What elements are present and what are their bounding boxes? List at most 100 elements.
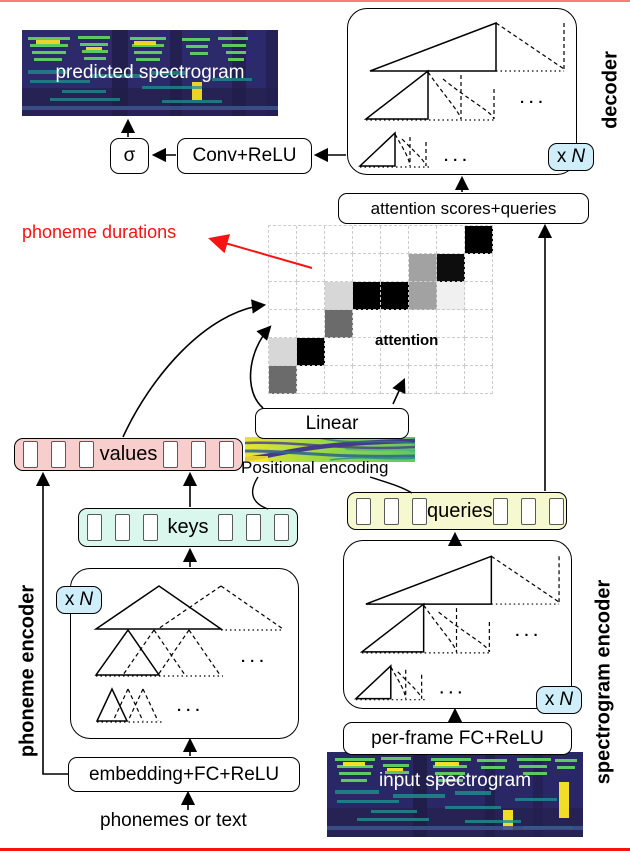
sigma-label: σ [123, 145, 136, 166]
decoder-side-label: decoder [599, 51, 622, 129]
attention-cell [325, 338, 353, 366]
decoder-box: · · · · · · [347, 8, 577, 175]
attention-cell [437, 310, 465, 338]
attention-cell [269, 282, 297, 310]
queries-box-label: queries [427, 499, 493, 522]
predicted-spectrogram-image: predicted spectrogram [22, 30, 278, 116]
svg-text:· · ·: · · · [440, 685, 463, 702]
attention-cell [437, 338, 465, 366]
badge-n: N [79, 589, 94, 610]
arrow-embedding-to-values [35, 471, 68, 775]
slot [492, 497, 508, 525]
attention-cell [409, 338, 437, 366]
attention-cell [465, 226, 493, 254]
slot [520, 497, 536, 525]
embedding-label: embedding+FC+ReLU [88, 763, 280, 785]
attention-cell [297, 338, 325, 366]
attention-cell [409, 310, 437, 338]
positional-encoding-art [245, 437, 415, 462]
phoneme-durations-label: phoneme durations [22, 222, 177, 242]
attention-cell [269, 338, 297, 366]
input-spectrogram-label: input spectrogram [378, 770, 532, 791]
slot [163, 441, 178, 468]
attention-cell [353, 254, 381, 282]
svg-text:· · ·: · · · [241, 653, 264, 670]
attention-cell [353, 226, 381, 254]
positional-encoding-label: Positional encoding [241, 458, 389, 477]
attention-cell [269, 254, 297, 282]
predicted-spectrogram-label: predicted spectrogram [55, 62, 245, 83]
svg-text:· · ·: · · · [444, 152, 467, 169]
spectrogram-encoder-cascade: · · · · · · [354, 555, 560, 702]
queries-box: queries [347, 492, 567, 530]
spectrogram-encoder-side-label: spectrogram encoder [592, 579, 615, 785]
attention-cell [437, 366, 465, 394]
bottom-red-line [0, 848, 630, 851]
svg-text:· · ·: · · · [177, 702, 200, 719]
slot [412, 497, 427, 525]
attention-cell [381, 226, 409, 254]
attention-matrix-label: attention [375, 332, 439, 349]
positional-encoding-image [245, 437, 415, 462]
values-box: values [14, 438, 243, 471]
keys-box-label: keys [167, 516, 209, 538]
attention-cell [381, 282, 409, 310]
attention-scores-queries-box: attention scores+queries [338, 193, 589, 224]
badge-n: N [559, 689, 574, 710]
slot-group [23, 441, 94, 468]
attention-cell [409, 366, 437, 394]
attention-cell [409, 254, 437, 282]
attention-cell [409, 282, 437, 310]
attention-cell [297, 254, 325, 282]
slot [191, 441, 206, 468]
slot [356, 497, 371, 525]
slot [23, 441, 38, 468]
curve-posenc-to-keys [251, 476, 269, 510]
phoneme-encoder-side-label: phoneme encoder [16, 584, 39, 758]
attention-cell [437, 226, 465, 254]
attention-cell [269, 366, 297, 394]
conv-relu-box: Conv+ReLU [177, 138, 312, 174]
badge-x: x [64, 589, 75, 610]
attention-cell [353, 338, 381, 366]
slot [143, 514, 158, 541]
attention-cell [325, 226, 353, 254]
conv-relu-label: Conv+ReLU [192, 145, 297, 166]
attention-cell [269, 226, 297, 254]
attention-cell [465, 366, 493, 394]
phoneme-encoder-box: · · · · · · [70, 568, 299, 739]
attention-cell [437, 254, 465, 282]
input-spectrogram-image: input spectrogram [327, 752, 583, 837]
attention-cell [437, 282, 465, 310]
attention-matrix [268, 225, 493, 394]
attention-cell [353, 366, 381, 394]
attention-cell [297, 366, 325, 394]
attention-cell [465, 310, 493, 338]
attention-cell [465, 254, 493, 282]
per-frame-box: per-frame FC+ReLU [343, 722, 572, 755]
slot [274, 514, 289, 541]
slot [246, 514, 261, 541]
svg-text:· · ·: · · · [520, 94, 543, 111]
slot [51, 441, 66, 468]
attention-cell [409, 226, 437, 254]
attention-cell [381, 310, 409, 338]
linear-box: Linear [255, 408, 409, 439]
badge-n: N [571, 146, 586, 167]
slot-group [356, 497, 427, 525]
svg-text:· · ·: · · · [515, 627, 538, 644]
attention-cell [297, 282, 325, 310]
slot-group [492, 497, 564, 525]
sigma-box: σ [110, 138, 149, 174]
spectrogram-art [327, 752, 583, 837]
attention-cell [325, 366, 353, 394]
top-red-line [0, 0, 630, 2]
slot [548, 497, 564, 525]
slot [384, 497, 399, 525]
attention-cell [353, 310, 381, 338]
attention-cell [297, 310, 325, 338]
attention-cell [381, 254, 409, 282]
